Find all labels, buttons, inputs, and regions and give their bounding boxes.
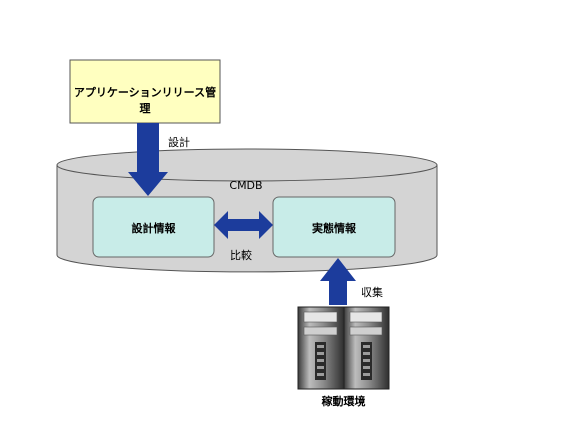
- compare-double-arrow: [214, 211, 273, 239]
- design-arrow-label: 設計: [168, 136, 190, 149]
- design-info-label: 設計情報: [131, 222, 176, 235]
- collect-arrow-label: 収集: [361, 286, 383, 299]
- actual-info-box: [272, 196, 396, 258]
- actual-info-label: 実態情報: [312, 222, 356, 235]
- design-info-box: [92, 196, 215, 258]
- server-tower-right: [343, 306, 390, 390]
- design-arrow: [128, 123, 168, 196]
- compare-arrow-label: 比較: [230, 249, 252, 262]
- collect-arrow: [320, 258, 356, 305]
- app-release-label: アプリケーションリリース管理: [73, 86, 217, 115]
- app-release-box: [69, 59, 221, 124]
- server-icon: [297, 306, 390, 390]
- cmdb-title: CMDB: [229, 179, 263, 192]
- environment-label: 稼動環境: [321, 395, 366, 408]
- server-tower-left: [297, 306, 345, 390]
